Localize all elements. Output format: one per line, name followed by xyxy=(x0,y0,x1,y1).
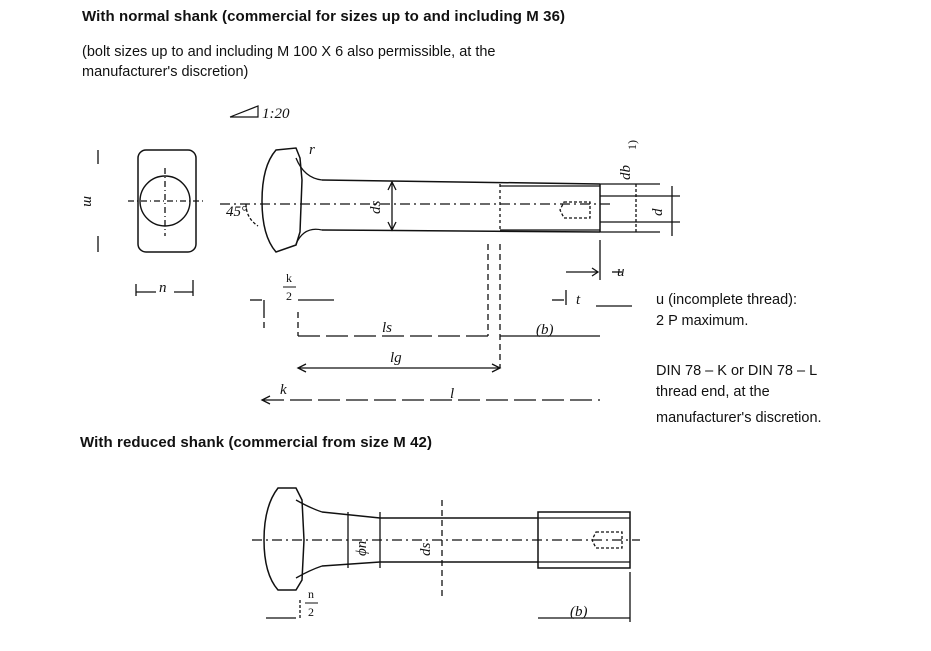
label-ds: ds xyxy=(368,201,384,215)
label-n-half-den: 2 xyxy=(308,605,314,619)
label-lg: lg xyxy=(390,350,402,366)
heading-normal-shank: With normal shank (commercial for sizes … xyxy=(82,8,566,25)
head-end-view xyxy=(97,149,205,296)
bolt-reduced-shank xyxy=(252,487,640,622)
label-l: l xyxy=(450,386,454,402)
label-u: u xyxy=(617,264,625,280)
label-phi-n: ϕn xyxy=(354,541,370,556)
label-t: t xyxy=(576,292,581,308)
label-n-half-num: n xyxy=(308,587,314,601)
label-db: db xyxy=(618,165,634,181)
label-radius: r xyxy=(309,142,315,158)
label-angle: 45° xyxy=(226,204,247,220)
label-k-half-den: 2 xyxy=(286,289,292,303)
note-din-line-1: DIN 78 – K or DIN 78 – L xyxy=(656,363,818,379)
label-b: (b) xyxy=(536,322,554,338)
heading-normal-shank-note-1: (bolt sizes up to and including M 100 X … xyxy=(82,44,496,60)
note-u-line-1: u (incomplete thread): xyxy=(656,292,798,308)
bolt-normal-shank xyxy=(220,105,680,405)
label-n: n xyxy=(159,280,167,296)
heading-reduced-shank: With reduced shank (commercial from size… xyxy=(80,434,433,451)
label-k-half-num: k xyxy=(286,271,292,285)
label-db-ref: 1) xyxy=(625,140,639,150)
label-taper: 1:20 xyxy=(262,106,290,122)
note-din-line-2: thread end, at the xyxy=(656,384,770,400)
label-b2: (b) xyxy=(570,604,588,620)
heading-normal-shank-note-2: manufacturer's discretion) xyxy=(82,64,249,80)
note-din-line-3: manufacturer's discretion. xyxy=(656,410,822,426)
label-m: m xyxy=(80,196,96,207)
label-ls: ls xyxy=(382,320,392,336)
note-u-line-2: 2 P maximum. xyxy=(656,313,749,329)
label-d: d xyxy=(650,208,666,216)
label-ds2: ds xyxy=(418,543,434,557)
label-k: k xyxy=(280,382,287,398)
